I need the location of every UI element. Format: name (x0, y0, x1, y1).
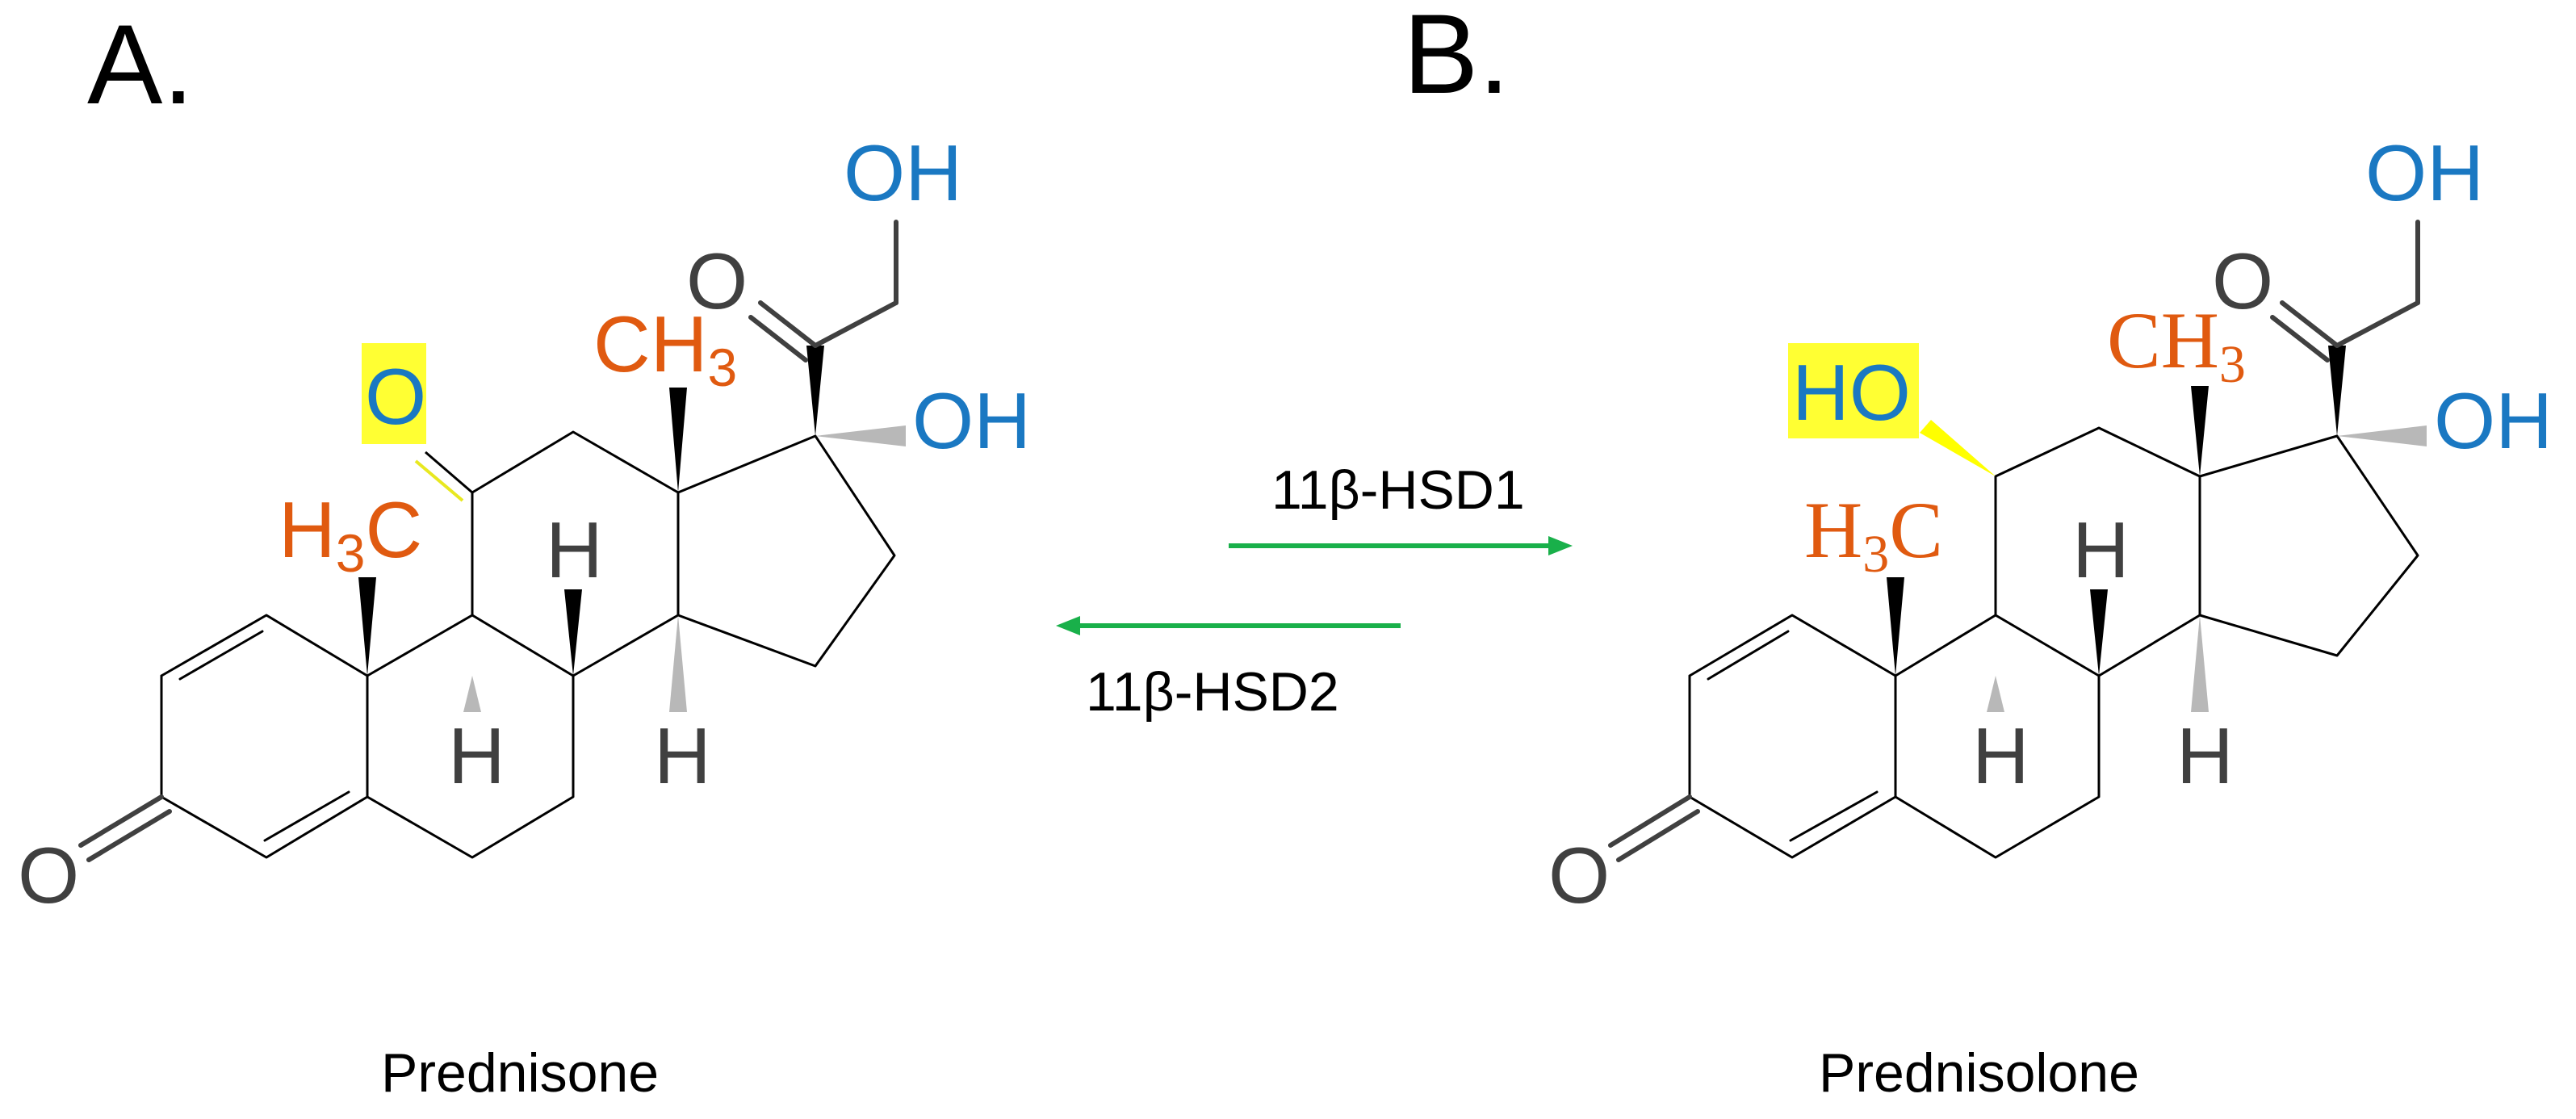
c19-wedge (358, 577, 376, 676)
c3-ketone-bond (78, 794, 164, 848)
prednisolone-c11-hydroxyl: HO (1792, 348, 1911, 437)
prednisolone-skeleton (1688, 426, 2419, 859)
c11-hydroxyl-wedge (1920, 420, 1996, 476)
prednisolone-name: Prednisolone (1819, 1042, 2139, 1104)
reverse-arrow-head (1056, 616, 1080, 635)
reaction-arrows: 11β-HSD1 11β-HSD2 (1056, 459, 1573, 723)
prednisolone-c11-highlight (1788, 343, 1919, 438)
prednisolone-c17-hydroxyl: OH (2434, 376, 2553, 465)
prednisone-c17-hydroxyl: OH (912, 376, 1031, 465)
c17-oh-hash (815, 425, 906, 446)
c11-ketone-bond (414, 459, 464, 502)
h14-hash (669, 615, 687, 712)
h9-hash (463, 676, 481, 712)
prednisone-c18-methyl: CH3 (593, 300, 737, 397)
prednisolone-h8: H (2072, 505, 2130, 594)
panel-a-letter: A. (87, 1, 194, 128)
prednisone-name: Prednisone (381, 1042, 659, 1104)
prednisone-c11-highlight (362, 343, 426, 444)
prednisone-h14: H (654, 711, 711, 800)
prednisolone-c20-oxygen: O (2212, 237, 2273, 325)
prednisone-c21-hydroxyl: OH (844, 128, 962, 217)
h8-wedge (564, 589, 582, 676)
prednisone-skeleton (160, 430, 896, 859)
c18-wedge (669, 388, 687, 492)
prednisone-h9: H (448, 711, 505, 800)
prednisolone-h14: H (2176, 711, 2234, 800)
prednisone-c11-oxygen: O (365, 352, 426, 441)
forward-arrow-head (1548, 536, 1573, 555)
prednisolone-c18-methyl: CH3 (2107, 295, 2246, 394)
prednisolone-c3-oxygen: O (1548, 831, 1610, 920)
prednisolone-h9: H (1972, 711, 2029, 800)
prednisone-c20-oxygen: O (686, 237, 748, 325)
prednisolone-c19-methyl: H3C (1804, 485, 1943, 584)
prednisone-h8: H (546, 505, 603, 594)
prednisolone-c21-hydroxyl: OH (2365, 128, 2484, 217)
panel-b-letter: B. (1403, 0, 1510, 117)
prednisolone-panel: B. O HO H3C CH3 H H (1403, 0, 2553, 1104)
forward-enzyme-label: 11β-HSD1 (1271, 459, 1525, 521)
prednisone-c19-methyl: H3C (279, 485, 422, 583)
reverse-enzyme-label: 11β-HSD2 (1086, 661, 1339, 723)
c17-side-chain-wedge (806, 346, 824, 436)
prednisone-c3-oxygen: O (18, 831, 79, 920)
prednisone-panel: A. O O H3C CH3 H (18, 1, 1031, 1104)
